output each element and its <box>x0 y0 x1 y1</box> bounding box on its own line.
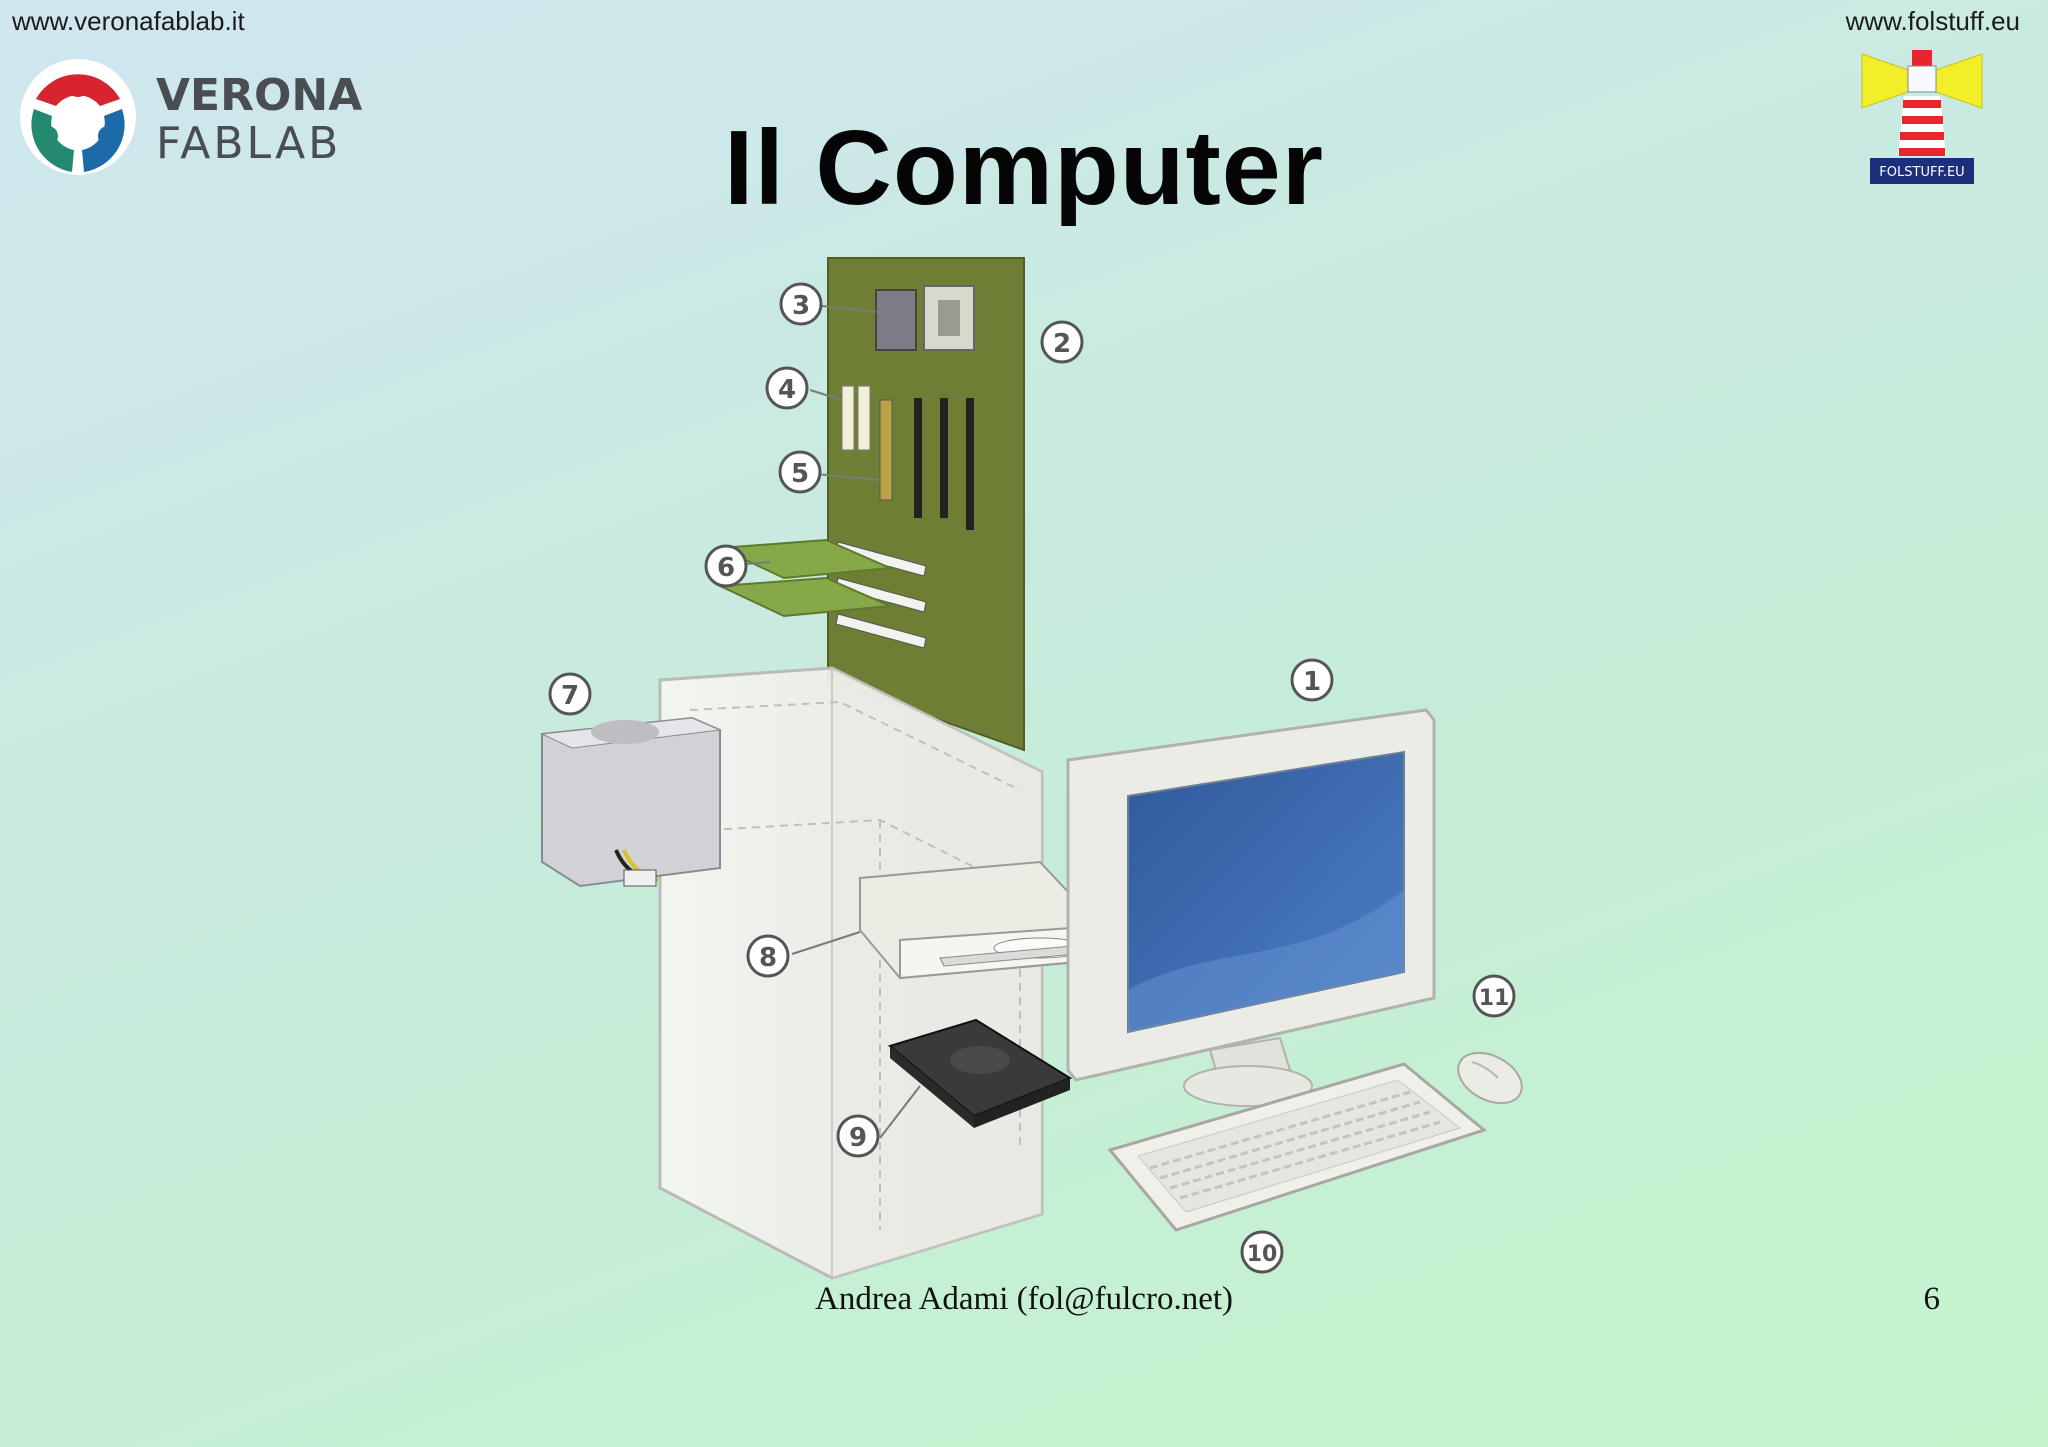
svg-text:7: 7 <box>561 681 579 711</box>
callout-7: 7 <box>548 672 592 716</box>
svg-text:11: 11 <box>1479 986 1510 1011</box>
url-left[interactable]: www.veronafablab.it <box>12 6 245 36</box>
callout-11: 11 <box>1472 974 1516 1018</box>
svg-text:1: 1 <box>1303 667 1321 697</box>
callout-4: 4 <box>765 366 809 410</box>
svg-text:3: 3 <box>792 291 810 321</box>
ram-module <box>879 399 893 501</box>
monitor-screen <box>1127 750 1405 1034</box>
svg-text:10: 10 <box>1247 1242 1278 1267</box>
svg-text:6: 6 <box>717 553 735 583</box>
keyboard-illustration <box>1107 1062 1488 1232</box>
svg-text:8: 8 <box>759 943 777 973</box>
mouse-illustration <box>1457 1051 1523 1105</box>
hard-disk-illustration <box>887 1018 1073 1128</box>
verona-fablab-logo: VERONA FABLAB <box>20 59 362 175</box>
callout-8: 8 <box>746 934 790 978</box>
svg-text:9: 9 <box>849 1123 867 1153</box>
callout-6: 6 <box>704 544 748 588</box>
callout-5: 5 <box>778 450 822 494</box>
computer-case <box>658 666 1044 1280</box>
power-supply-illustration <box>540 716 722 888</box>
callout-9: 9 <box>836 1114 880 1158</box>
monitor-illustration <box>1066 708 1436 1107</box>
footer-author: Andrea Adami (fol@fulcro.net) <box>815 1281 1233 1317</box>
callout-leaders <box>745 305 921 1139</box>
computer-parts-diagram: 1 2 3 4 5 6 7 8 9 10 11 <box>540 257 1523 1280</box>
folstuff-badge <box>1870 158 1974 184</box>
slide-title: Il Computer <box>724 109 1324 227</box>
cpu-chip <box>875 289 917 351</box>
callout-2: 2 <box>1040 320 1084 364</box>
folstuff-logo: FOLSTUFF.EU <box>1861 50 1983 184</box>
logo-text-verona: VERONA <box>156 70 362 121</box>
svg-text:4: 4 <box>778 375 796 405</box>
callout-3: 3 <box>779 282 823 326</box>
svg-text:2: 2 <box>1053 329 1071 359</box>
callout-1: 1 <box>1290 658 1334 702</box>
fablab-symbol-icon <box>20 59 136 175</box>
lighthouse-icon <box>1861 50 1983 156</box>
folstuff-badge-label: FOLSTUFF.EU <box>1879 165 1964 180</box>
page-number: 6 <box>1923 1281 1941 1317</box>
url-right[interactable]: www.folstuff.eu <box>1845 6 2020 36</box>
motherboard-illustration <box>827 257 1025 752</box>
logo-text-fablab: FABLAB <box>156 118 341 169</box>
expansion-cards <box>716 538 894 618</box>
svg-text:5: 5 <box>791 459 809 489</box>
callout-10: 10 <box>1240 1230 1284 1274</box>
